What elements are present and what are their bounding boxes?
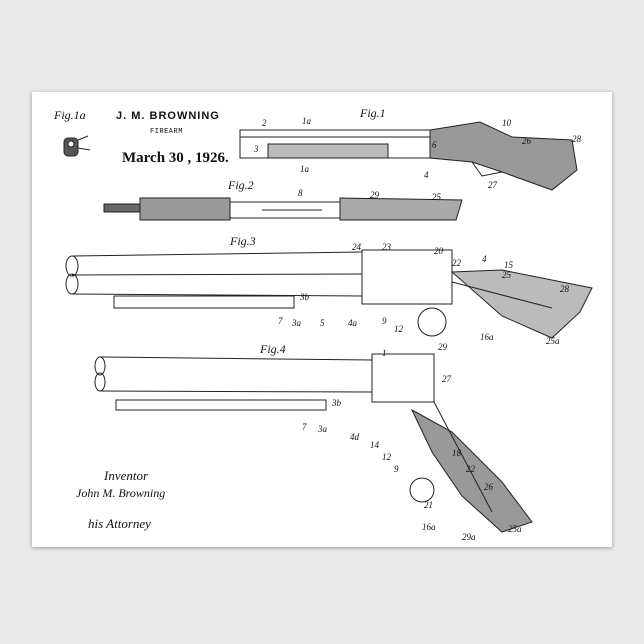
- fig4-label: Fig.4: [260, 342, 286, 357]
- reference-number: 9: [394, 464, 399, 474]
- reference-number: 22: [452, 258, 461, 268]
- reference-number: 1: [382, 348, 387, 358]
- reference-number: 3b: [332, 398, 341, 408]
- reference-number: 21: [424, 500, 433, 510]
- reference-number: 16a: [480, 332, 494, 342]
- attorney-caption: his Attorney: [88, 516, 151, 532]
- reference-number: 24: [352, 242, 361, 252]
- reference-number: 15: [504, 260, 513, 270]
- reference-number: 7: [278, 316, 283, 326]
- reference-number: 20: [434, 246, 443, 256]
- reference-number: 28: [560, 284, 569, 294]
- reference-number: 5: [320, 318, 325, 328]
- reference-number: 12: [382, 452, 391, 462]
- inventor-caption: Inventor: [104, 468, 148, 484]
- patent-subject: FIREARM: [150, 128, 183, 136]
- inventor-signature: John M. Browning: [76, 486, 165, 501]
- reference-number: 4: [482, 254, 487, 264]
- reference-number: 25: [502, 270, 511, 280]
- reference-number: 1a: [302, 116, 311, 126]
- reference-number: 14: [370, 440, 379, 450]
- reference-number: 23: [382, 242, 391, 252]
- reference-number: 3b: [300, 292, 309, 302]
- fig2-label: Fig.2: [228, 178, 254, 193]
- fig1-label: Fig.1: [360, 106, 386, 121]
- reference-number: 8: [298, 188, 303, 198]
- reference-number: 29: [438, 342, 447, 352]
- fig3-drawing: [66, 250, 592, 338]
- reference-number: 3a: [292, 318, 301, 328]
- reference-number: 3: [254, 144, 259, 154]
- reference-number: 26: [484, 482, 493, 492]
- reference-number: 2: [262, 118, 267, 128]
- reference-number: 6: [432, 140, 437, 150]
- reference-number: 27: [442, 374, 451, 384]
- reference-number: 25: [432, 192, 441, 202]
- reference-number: 25a: [546, 336, 560, 346]
- fig1a-drawing: [64, 136, 90, 156]
- reference-number: 9: [382, 316, 387, 326]
- fig1-drawing: [240, 122, 577, 190]
- patent-date: March 30 , 1926.: [122, 150, 229, 167]
- reference-number: 1a: [300, 164, 309, 174]
- reference-number: 4: [424, 170, 429, 180]
- reference-number: 26: [522, 136, 531, 146]
- reference-number: 29a: [462, 532, 476, 542]
- reference-number: 25a: [508, 524, 522, 534]
- inventor-name: J. M. BROWNING: [116, 110, 220, 122]
- fig1a-label: Fig.1a: [54, 108, 86, 123]
- patent-poster: J. M. BROWNING FIREARM March 30 , 1926. …: [32, 92, 612, 547]
- reference-number: 10: [502, 118, 511, 128]
- reference-number: 4a: [348, 318, 357, 328]
- reference-number: 28: [572, 134, 581, 144]
- reference-number: 12: [394, 324, 403, 334]
- reference-number: 4d: [350, 432, 359, 442]
- fig2-drawing: [104, 198, 462, 220]
- reference-number: 3a: [318, 424, 327, 434]
- fig4-drawing: [95, 354, 532, 532]
- reference-number: 27: [488, 180, 497, 190]
- reference-number: 16a: [422, 522, 436, 532]
- reference-number: 18: [452, 448, 461, 458]
- reference-number: 7: [302, 422, 307, 432]
- reference-number: 29: [370, 190, 379, 200]
- fig3-label: Fig.3: [230, 234, 256, 249]
- reference-number: 22: [466, 464, 475, 474]
